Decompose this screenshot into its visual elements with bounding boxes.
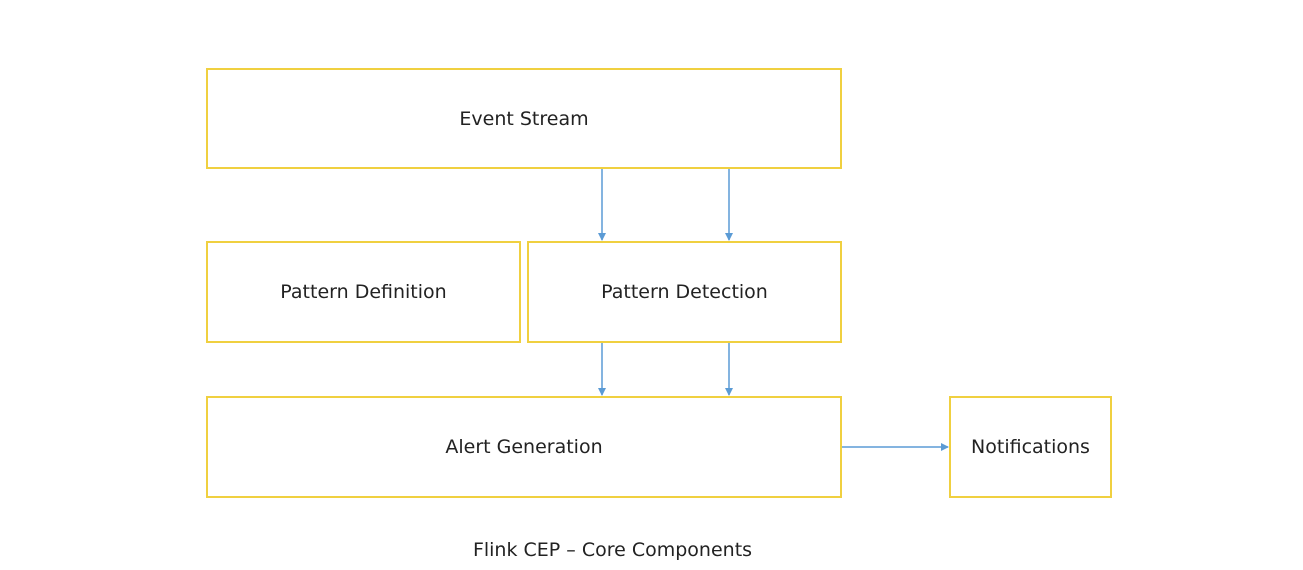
diagram-caption: Flink CEP – Core Components xyxy=(472,539,753,561)
notifications-label: Notifications xyxy=(971,436,1090,458)
notifications-box: Notifications xyxy=(949,396,1112,498)
event-stream-box: Event Stream xyxy=(206,68,842,169)
event-stream-label: Event Stream xyxy=(459,107,589,130)
pattern-definition-box: Pattern Definition xyxy=(206,241,521,343)
alert-generation-label: Alert Generation xyxy=(445,436,603,458)
pattern-definition-label: Pattern Definition xyxy=(280,281,447,303)
pattern-detection-box: Pattern Detection xyxy=(527,241,842,343)
pattern-detection-label: Pattern Detection xyxy=(601,281,768,303)
alert-generation-box: Alert Generation xyxy=(206,396,842,498)
